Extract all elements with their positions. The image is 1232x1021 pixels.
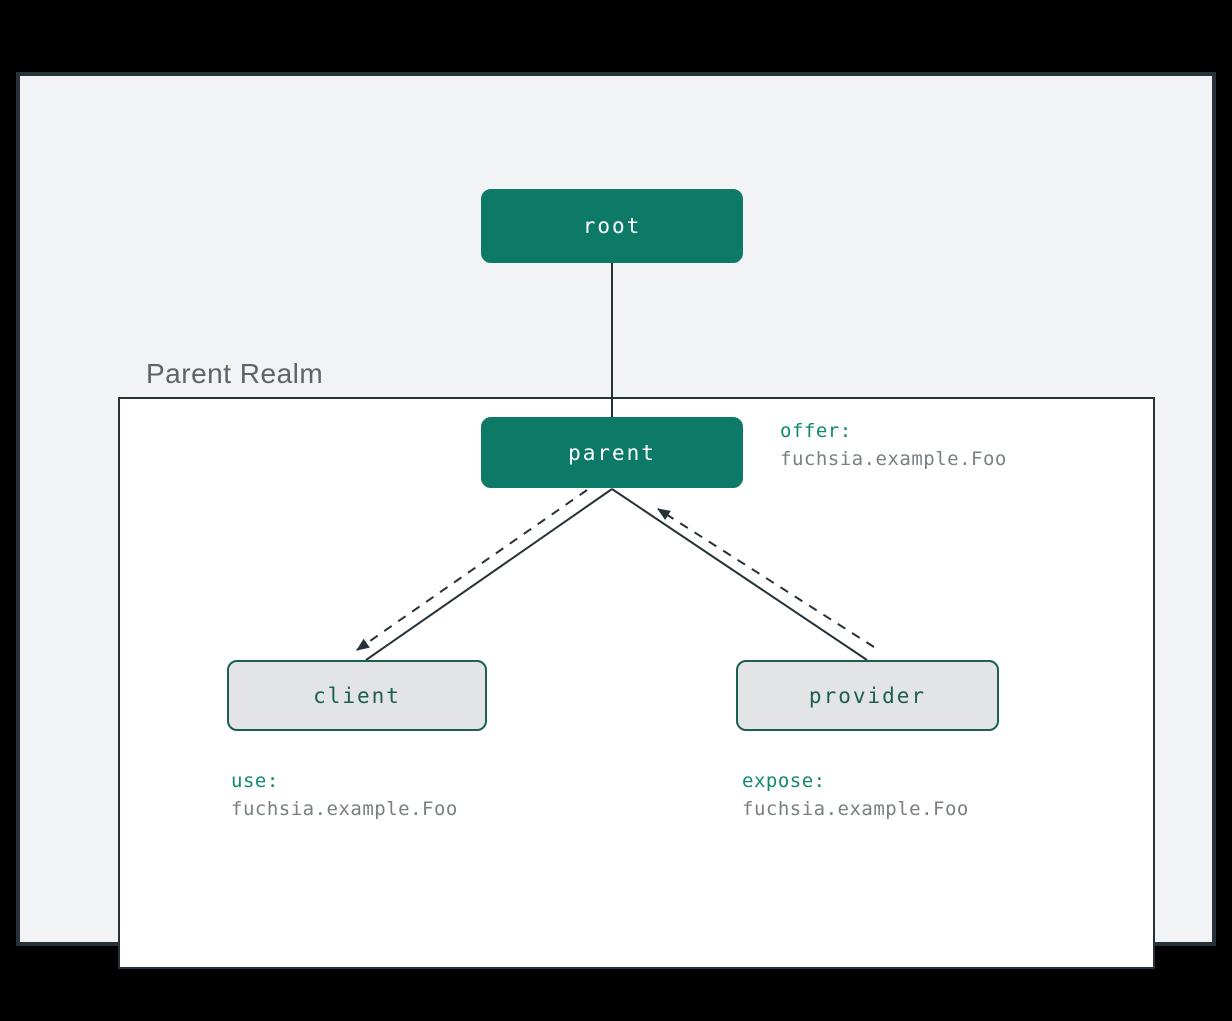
expose-keyword: expose: (742, 770, 826, 792)
node-root: root (481, 189, 743, 263)
realm-title: Parent Realm (146, 358, 324, 389)
node-provider: provider (736, 660, 999, 731)
node-root-label: root (582, 214, 642, 238)
offer-value: fuchsia.example.Foo (780, 448, 1007, 470)
node-provider-label: provider (808, 683, 927, 708)
offer-annotation: offer: fuchsia.example.Foo (780, 417, 1007, 473)
expose-annotation: expose: fuchsia.example.Foo (742, 767, 969, 823)
node-client: client (227, 660, 487, 731)
node-parent-label: parent (568, 440, 656, 465)
use-value: fuchsia.example.Foo (231, 798, 458, 820)
offer-keyword: offer: (780, 420, 852, 442)
use-annotation: use: fuchsia.example.Foo (231, 767, 458, 823)
use-keyword: use: (231, 770, 279, 792)
expose-value: fuchsia.example.Foo (742, 798, 969, 820)
node-parent: parent (481, 417, 743, 488)
node-client-label: client (313, 683, 401, 708)
